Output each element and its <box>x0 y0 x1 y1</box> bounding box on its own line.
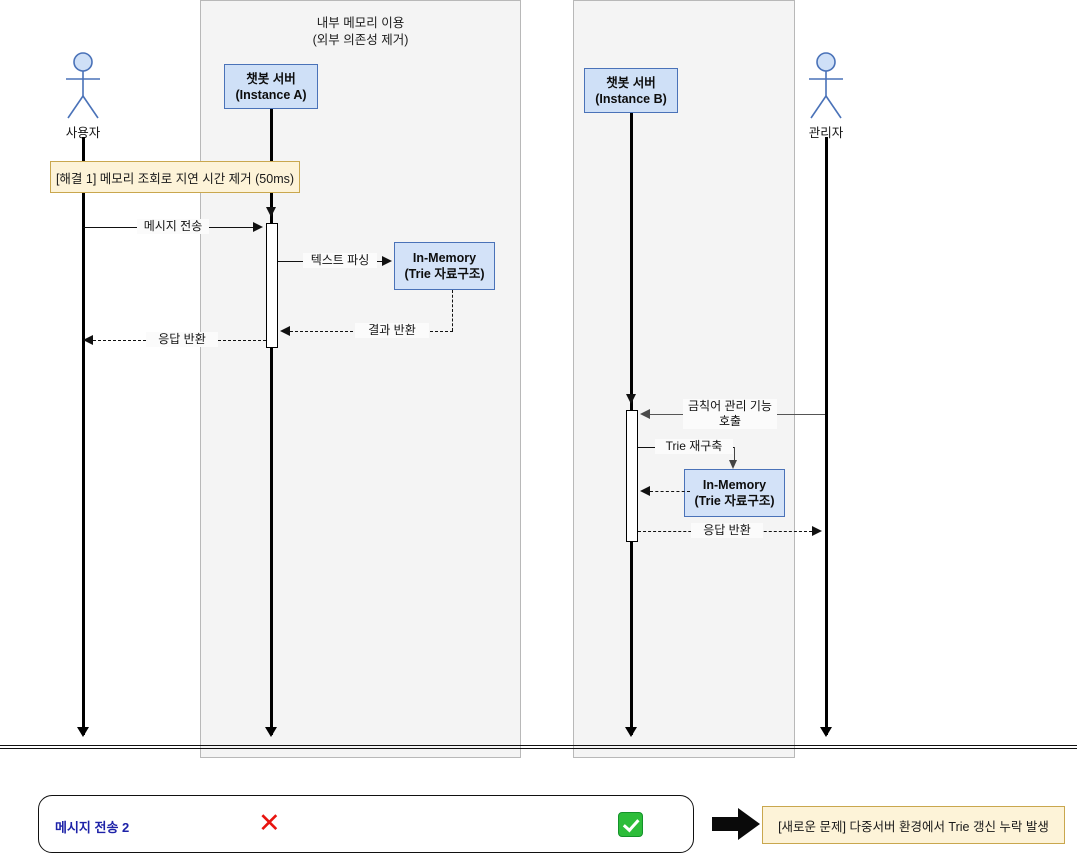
lifeline-admin-end-arrow <box>820 727 832 737</box>
msg-trie-rebuild-label: Trie 재구축 <box>655 439 733 454</box>
frame-instance-a-title: 내부 메모리 이용 (외부 의존성 제거) <box>312 16 409 47</box>
msg-send-message-label: 메시지 전송 <box>137 219 209 234</box>
msg-trie-rebuild-vline <box>733 447 735 461</box>
participant-in-memory-a: In-Memory (Trie 자료구조) <box>394 242 495 290</box>
participant-in-memory-b: In-Memory (Trie 자료구조) <box>684 469 785 517</box>
msg-text-parse-arrowhead <box>382 256 392 266</box>
outcome-note-text: [새로운 문제] 다중서버 환경에서 Trie 갱신 누락 발생 <box>778 819 1049 834</box>
lifeline-admin <box>824 137 828 735</box>
actor-user <box>58 52 108 122</box>
participant-in-memory-b-line1: In-Memory <box>702 478 767 492</box>
pass-check-icon <box>618 812 643 837</box>
frame-instance-b <box>573 0 795 758</box>
msg-response-return-admin-label: 응답 반환 <box>691 523 763 538</box>
flow-right-arrow-icon <box>712 808 762 840</box>
lifeline-chatbot-a-end-arrow <box>265 727 277 737</box>
msg-memory-b-return-line <box>650 491 690 492</box>
msg-banned-word-call-label: 금칙어 관리 기능 호출 <box>683 399 777 429</box>
msg-response-return-admin-arrowhead <box>812 526 822 536</box>
msg-text-parse-label: 텍스트 파싱 <box>303 253 377 268</box>
msg-send-message-arrowhead <box>253 222 263 232</box>
chatbot-b-entry-arrow <box>626 394 636 404</box>
participant-chatbot-instance-a: 챗봇 서버 (Instance A) <box>224 64 318 109</box>
msg-result-return-label: 결과 반환 <box>355 323 429 338</box>
fail-x-icon: ✕ <box>258 808 281 839</box>
participant-chatbot-instance-b: 챗봇 서버 (Instance B) <box>584 68 678 113</box>
activation-chatbot-a <box>265 223 278 348</box>
participant-in-memory-a-line1: In-Memory <box>412 251 477 265</box>
lifeline-chatbot-a <box>269 109 273 735</box>
msg-banned-word-call-arrowhead <box>640 409 650 419</box>
outcome-note: [새로운 문제] 다중서버 환경에서 Trie 갱신 누락 발생 <box>762 806 1065 844</box>
frame-instance-a <box>200 0 521 758</box>
participant-chatbot-a-line1: 챗봇 서버 <box>246 71 296 86</box>
activation-chatbot-b <box>625 410 638 542</box>
lifeline-user <box>81 137 85 735</box>
note-solution-1: [해결 1] 메모리 조회로 지연 시간 제거 (50ms) <box>50 161 300 193</box>
chatbot-a-entry-arrow <box>266 207 276 217</box>
lifeline-chatbot-b-end-arrow <box>625 727 637 737</box>
actor-user-icon <box>66 52 100 119</box>
msg-result-return-vline <box>452 290 453 331</box>
summary-card <box>38 795 694 853</box>
note-solution-1-text: [해결 1] 메모리 조회로 지연 시간 제거 (50ms) <box>55 171 295 186</box>
msg-result-return-arrowhead <box>280 326 290 336</box>
lifeline-user-end-arrow <box>77 727 89 737</box>
participant-chatbot-a-line2: (Instance A) <box>235 87 307 102</box>
msg-trie-rebuild-arrowhead <box>729 460 737 469</box>
participant-in-memory-b-line2: (Trie 자료구조) <box>694 494 775 508</box>
diagram-bottom-divider <box>0 745 1077 749</box>
actor-admin-icon <box>809 52 843 119</box>
msg-response-return-user-label: 응답 반환 <box>146 332 218 347</box>
participant-chatbot-b-line2: (Instance B) <box>595 91 667 106</box>
msg-memory-b-return-arrowhead <box>640 486 650 496</box>
actor-admin-label: 관리자 <box>808 126 844 140</box>
actor-user-label: 사용자 <box>65 126 101 140</box>
participant-in-memory-a-line2: (Trie 자료구조) <box>404 267 485 281</box>
participant-chatbot-b-line1: 챗봇 서버 <box>606 75 656 90</box>
actor-admin <box>801 52 851 122</box>
summary-card-title: 메시지 전송 2 <box>55 820 130 835</box>
msg-response-return-user-arrowhead <box>83 335 93 345</box>
